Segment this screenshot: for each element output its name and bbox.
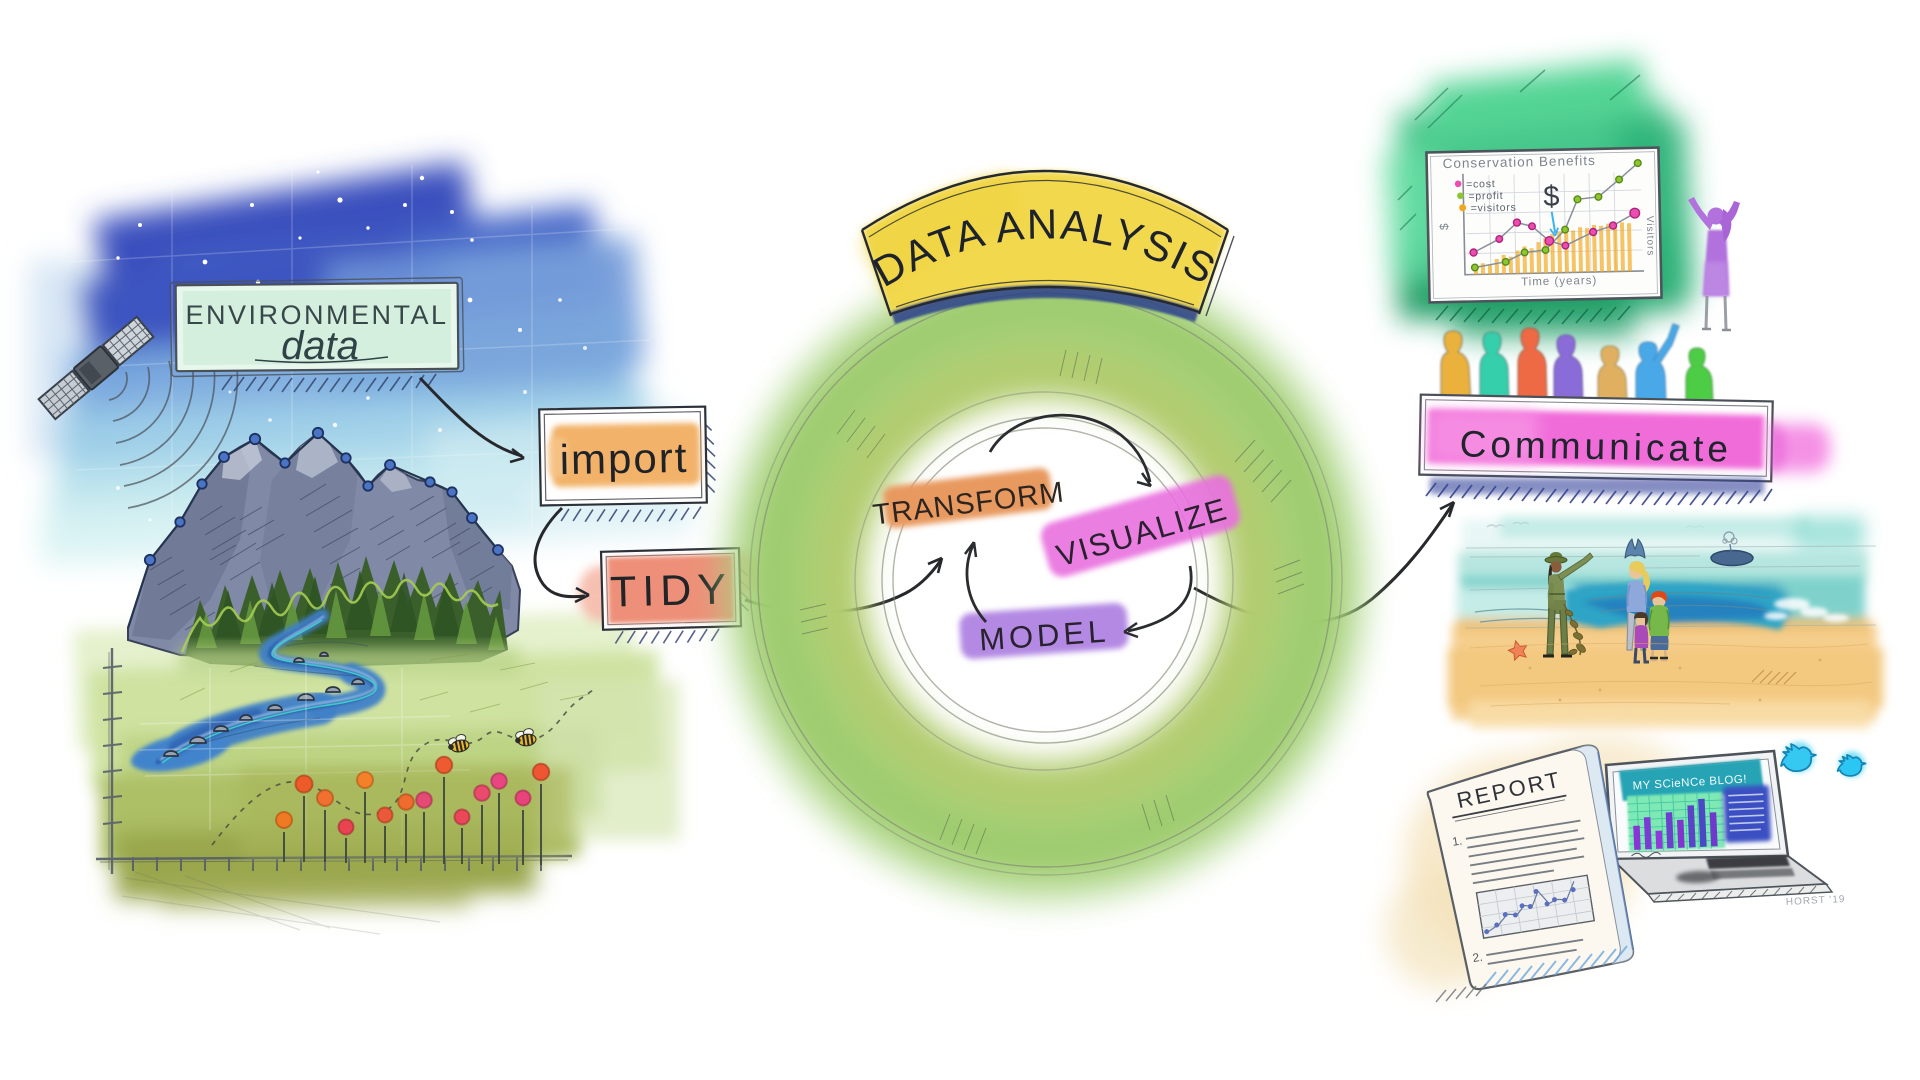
svg-text:ENVIRONMENTAL: ENVIRONMENTAL [185,300,448,330]
svg-text:$: $ [1543,181,1560,213]
svg-text:$: $ [1437,223,1451,230]
svg-text:1.: 1. [1451,833,1463,848]
svg-text:=visitors: =visitors [1471,202,1517,215]
svg-text:TIDY: TIDY [609,565,732,616]
svg-text:Conservation Benefits: Conservation Benefits [1443,153,1596,171]
svg-text:=profit: =profit [1468,190,1503,203]
svg-text:2.: 2. [1472,950,1484,965]
svg-text:Communicate: Communicate [1459,423,1732,469]
svg-text:import: import [559,434,689,483]
svg-text:HORST '19: HORST '19 [1786,894,1846,908]
svg-text:Visitors: Visitors [1644,216,1656,257]
svg-text:Time (years): Time (years) [1521,275,1597,289]
svg-text:=cost: =cost [1466,178,1496,191]
